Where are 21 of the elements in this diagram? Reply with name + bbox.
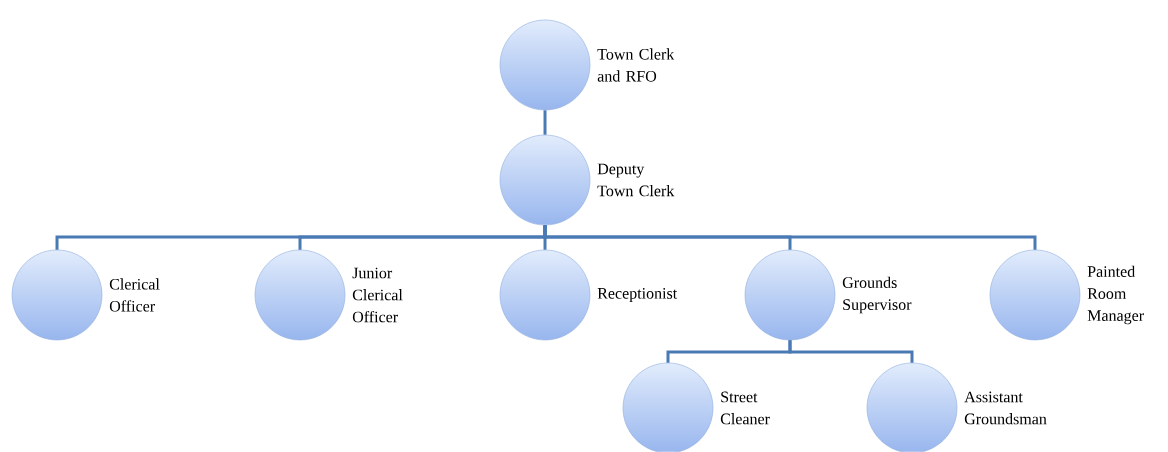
org-node: Grounds Supervisor [744, 249, 912, 341]
node-label: Street Cleaner [720, 391, 770, 425]
connector-line [543, 110, 547, 135]
org-node: Receptionist [499, 249, 678, 341]
node-label: Painted Room Manager [1087, 265, 1144, 325]
node-label: Clerical Officer [109, 278, 160, 312]
connector-line [788, 340, 914, 363]
org-node: Assistant Groundsman [866, 362, 1047, 452]
org-node: Clerical Officer [11, 249, 160, 341]
node-label: Receptionist [597, 288, 678, 302]
node-label: Assistant Groundsman [964, 391, 1047, 425]
node-label: Deputy Town Clerk [597, 163, 675, 197]
org-node: Painted Room Manager [989, 249, 1144, 341]
org-node: Deputy Town Clerk [499, 134, 675, 226]
node-label: Town Clerk and RFO [597, 48, 675, 82]
node-label: Junior Clerical Officer [352, 267, 403, 323]
org-node: Street Cleaner [622, 362, 770, 452]
node-label: Grounds Supervisor [842, 276, 912, 314]
connector-line [543, 225, 1037, 250]
org-node: Town Clerk and RFO [499, 19, 675, 111]
org-node: Junior Clerical Officer [254, 249, 403, 341]
